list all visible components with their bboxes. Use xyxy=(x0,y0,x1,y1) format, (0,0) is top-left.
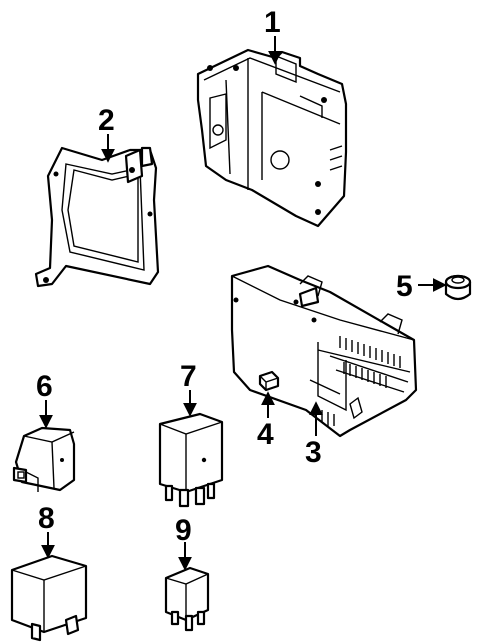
part-6-relay-small xyxy=(12,426,76,492)
callout-6: 6 xyxy=(36,370,53,403)
part-3-fuse-relay-box xyxy=(230,264,418,438)
part-2-mounting-bracket xyxy=(34,146,160,288)
callout-9: 9 xyxy=(175,514,192,547)
callout-2: 2 xyxy=(98,104,115,137)
part-1-module-housing xyxy=(196,48,348,228)
callout-8: 8 xyxy=(38,502,55,535)
callout-7: 7 xyxy=(180,360,197,393)
part-5-plug-cap xyxy=(444,274,472,301)
part-7-relay-cube xyxy=(158,412,224,508)
callout-3: 3 xyxy=(305,436,322,469)
callout-5: 5 xyxy=(396,270,413,303)
callout-1: 1 xyxy=(264,6,281,39)
callout-4: 4 xyxy=(257,418,274,451)
part-8-relay-large xyxy=(10,554,88,642)
part-4-fuse xyxy=(258,370,280,392)
part-9-relay-mini xyxy=(164,566,210,632)
